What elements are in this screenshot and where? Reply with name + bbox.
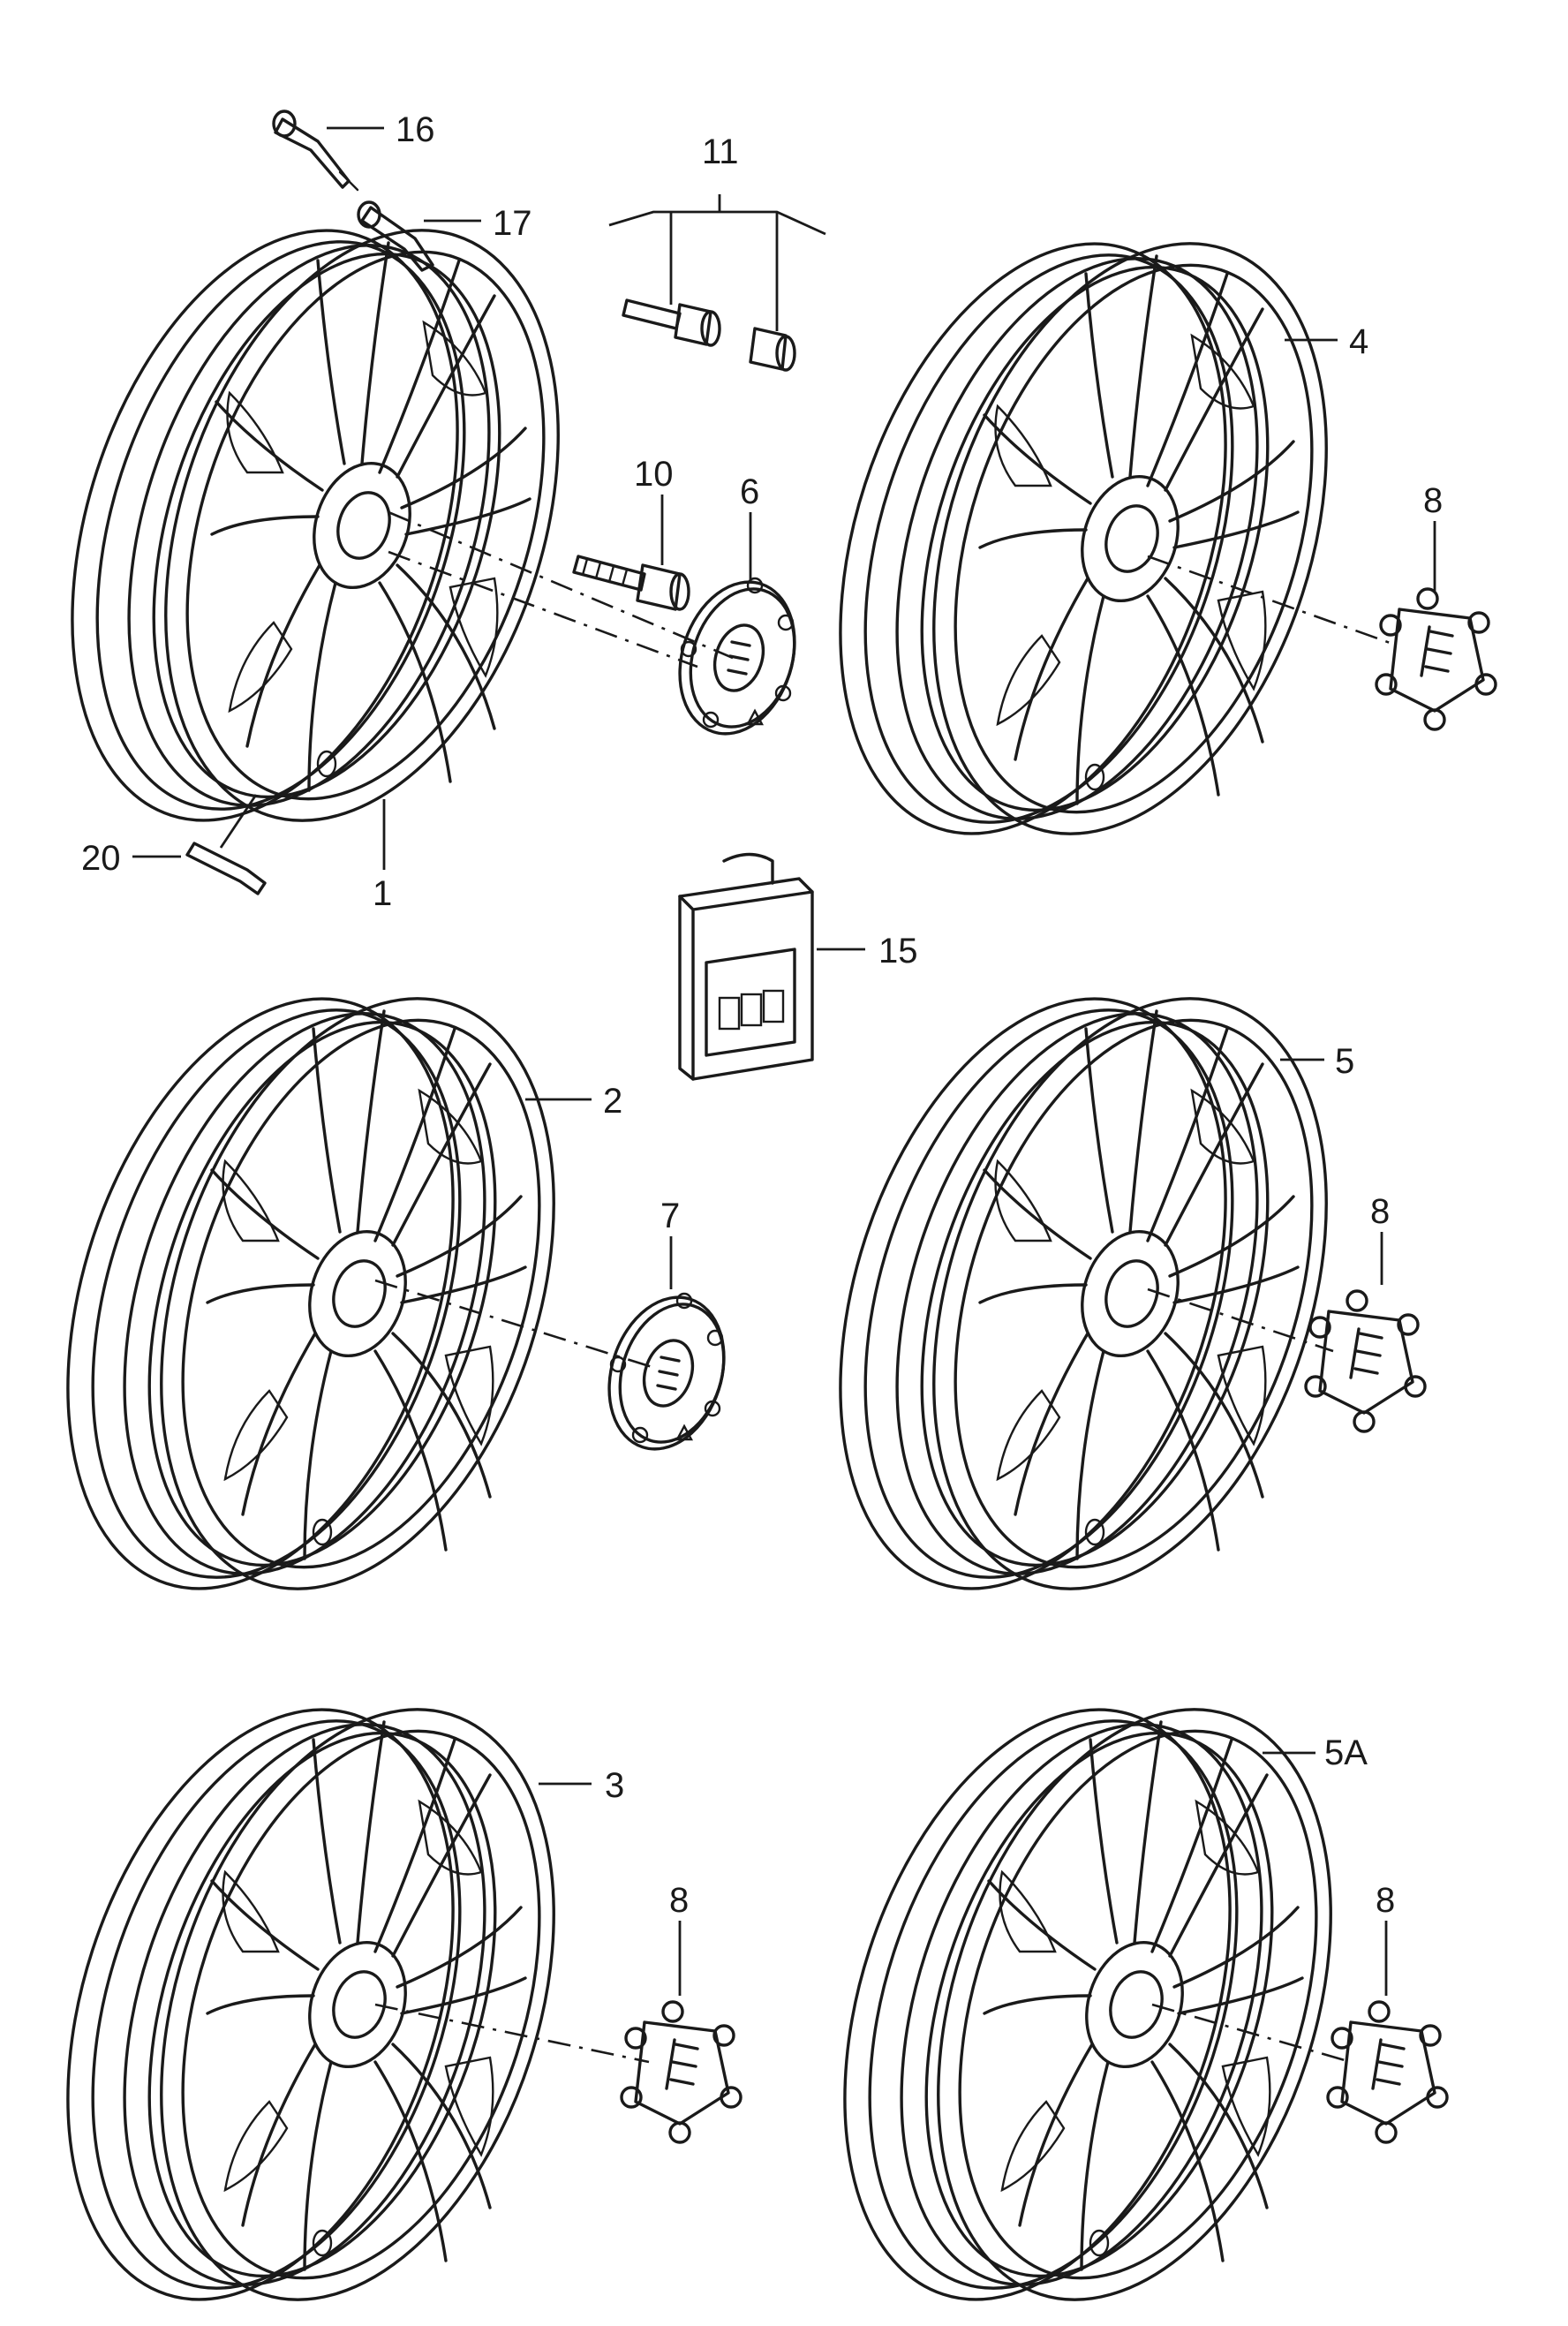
center-cap-8-bottom-right — [1326, 2000, 1449, 2144]
wheel-bolt-10 — [572, 555, 690, 611]
wheel-2 — [0, 946, 626, 1642]
label-10: 10 — [634, 455, 674, 494]
label-8-bottom-left: 8 — [669, 1881, 689, 1920]
center-cap-8-bottom-left — [620, 2000, 743, 2144]
center-cap-6 — [660, 565, 815, 751]
wheel-3 — [0, 1657, 626, 2326]
wheel-4 — [769, 191, 1398, 887]
label-7: 7 — [660, 1197, 680, 1235]
label-2: 2 — [603, 1082, 622, 1121]
axis-line-wheel-5a — [1151, 2003, 1352, 2064]
label-1: 1 — [373, 874, 392, 913]
wheel-5a — [773, 1657, 1403, 2326]
label-16: 16 — [396, 110, 435, 149]
wheel-5 — [769, 946, 1398, 1642]
axis-line-wheel-2 — [374, 1279, 659, 1371]
center-cap-7 — [589, 1280, 744, 1466]
valve-cap-20 — [185, 842, 267, 895]
label-8-top: 8 — [1423, 481, 1443, 520]
label-8-mid: 8 — [1370, 1192, 1390, 1231]
label-5: 5 — [1335, 1042, 1354, 1081]
center-cap-8-mid — [1304, 1289, 1427, 1433]
valve-17 — [357, 200, 434, 272]
label-8-bottom-right: 8 — [1376, 1881, 1395, 1920]
label-6: 6 — [740, 472, 759, 511]
valve-16 — [272, 110, 359, 192]
label-3: 3 — [605, 1766, 624, 1805]
lock-bolt-set-15 — [678, 852, 814, 1081]
label-5a: 5A — [1324, 1733, 1368, 1772]
lock-bolts-11 — [622, 298, 796, 372]
axis-line-wheel-3 — [374, 2003, 650, 2064]
label-17: 17 — [493, 204, 532, 243]
axis-line-wheel-4 — [1147, 555, 1396, 646]
label-20: 20 — [81, 839, 121, 878]
label-4: 4 — [1349, 322, 1368, 361]
center-cap-8-top — [1375, 587, 1497, 731]
axis-line-wheel-5 — [1147, 1288, 1334, 1353]
label-15: 15 — [878, 932, 918, 970]
leader-lines — [132, 126, 1436, 1996]
axis-line-wheel-1 — [388, 510, 734, 668]
label-11: 11 — [702, 132, 739, 171]
wheel-1 — [1, 177, 630, 873]
